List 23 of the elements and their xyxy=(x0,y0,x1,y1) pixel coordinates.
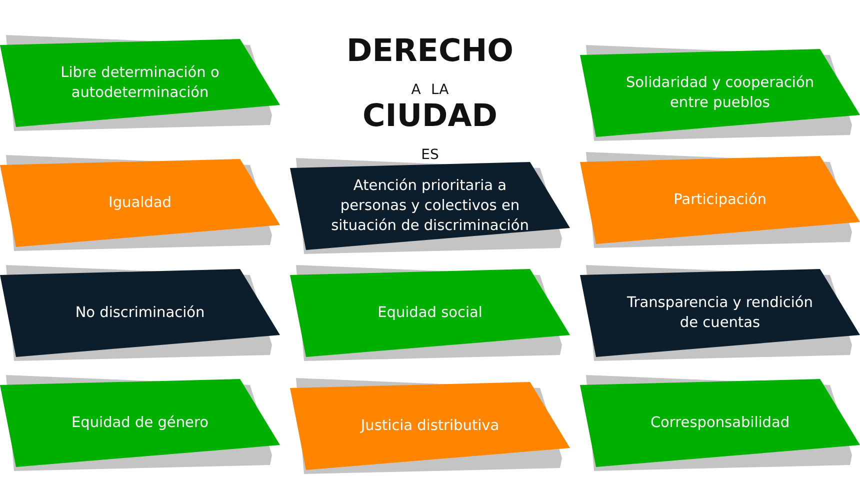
card xyxy=(290,378,570,474)
card-text: Equidad de género xyxy=(70,414,210,433)
card-text: Igualdad xyxy=(108,194,172,213)
title: DERECHO A LA CIUDAD ES xyxy=(345,34,514,164)
card xyxy=(580,45,860,141)
card xyxy=(290,265,570,361)
card-text: Equidad social xyxy=(376,304,484,323)
card xyxy=(0,35,280,131)
card-text: Atención prioritaria a personas y colectivos en situación de discriminación xyxy=(330,177,530,236)
card xyxy=(0,155,280,251)
card-text: Participación xyxy=(672,191,768,210)
card-text: No discriminación xyxy=(74,304,206,323)
card-text: Transparencia y rendición de cuentas xyxy=(626,294,814,333)
card-text: Libre determinación o autodeterminación xyxy=(60,64,220,103)
card xyxy=(290,158,570,254)
card-text: Solidaridad y cooperación entre pueblos xyxy=(624,74,816,113)
card xyxy=(0,265,280,361)
card xyxy=(580,375,860,471)
card-text: Corresponsabilidad xyxy=(649,414,791,433)
card xyxy=(580,152,860,248)
card-text: Justicia distributiva xyxy=(359,417,500,436)
card xyxy=(0,375,280,471)
card xyxy=(580,265,860,361)
